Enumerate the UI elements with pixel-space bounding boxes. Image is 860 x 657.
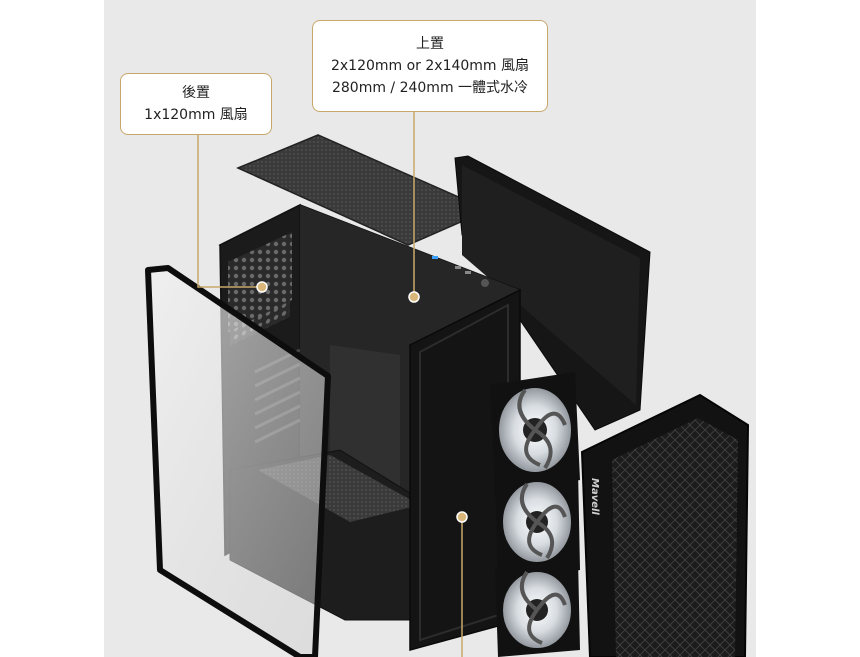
rear-callout-spec: 1x120mm 風扇 [144, 107, 248, 123]
top-fan-callout: 上置 2x120mm or 2x140mm 風扇 280mm / 240mm 一… [312, 20, 548, 112]
glass-side-panel [145, 265, 331, 657]
top-callout-title: 上置 [416, 36, 444, 52]
top-callout-aio-spec: 280mm / 240mm 一體式水冷 [331, 80, 529, 96]
top-fan-marker [408, 291, 420, 303]
brand-logo: Mavell [589, 478, 600, 515]
rear-callout-title: 後置 [182, 85, 210, 101]
top-callout-fan-spec: 2x120mm or 2x140mm 風扇 [330, 58, 530, 74]
callout-leaders [197, 112, 463, 657]
front-fan-marker [456, 511, 468, 523]
rear-fan-callout: 後置 1x120mm 風扇 [120, 73, 272, 135]
front-panel: Mavell [580, 393, 750, 657]
front-fans [490, 372, 580, 657]
rear-fan-marker [256, 281, 268, 293]
